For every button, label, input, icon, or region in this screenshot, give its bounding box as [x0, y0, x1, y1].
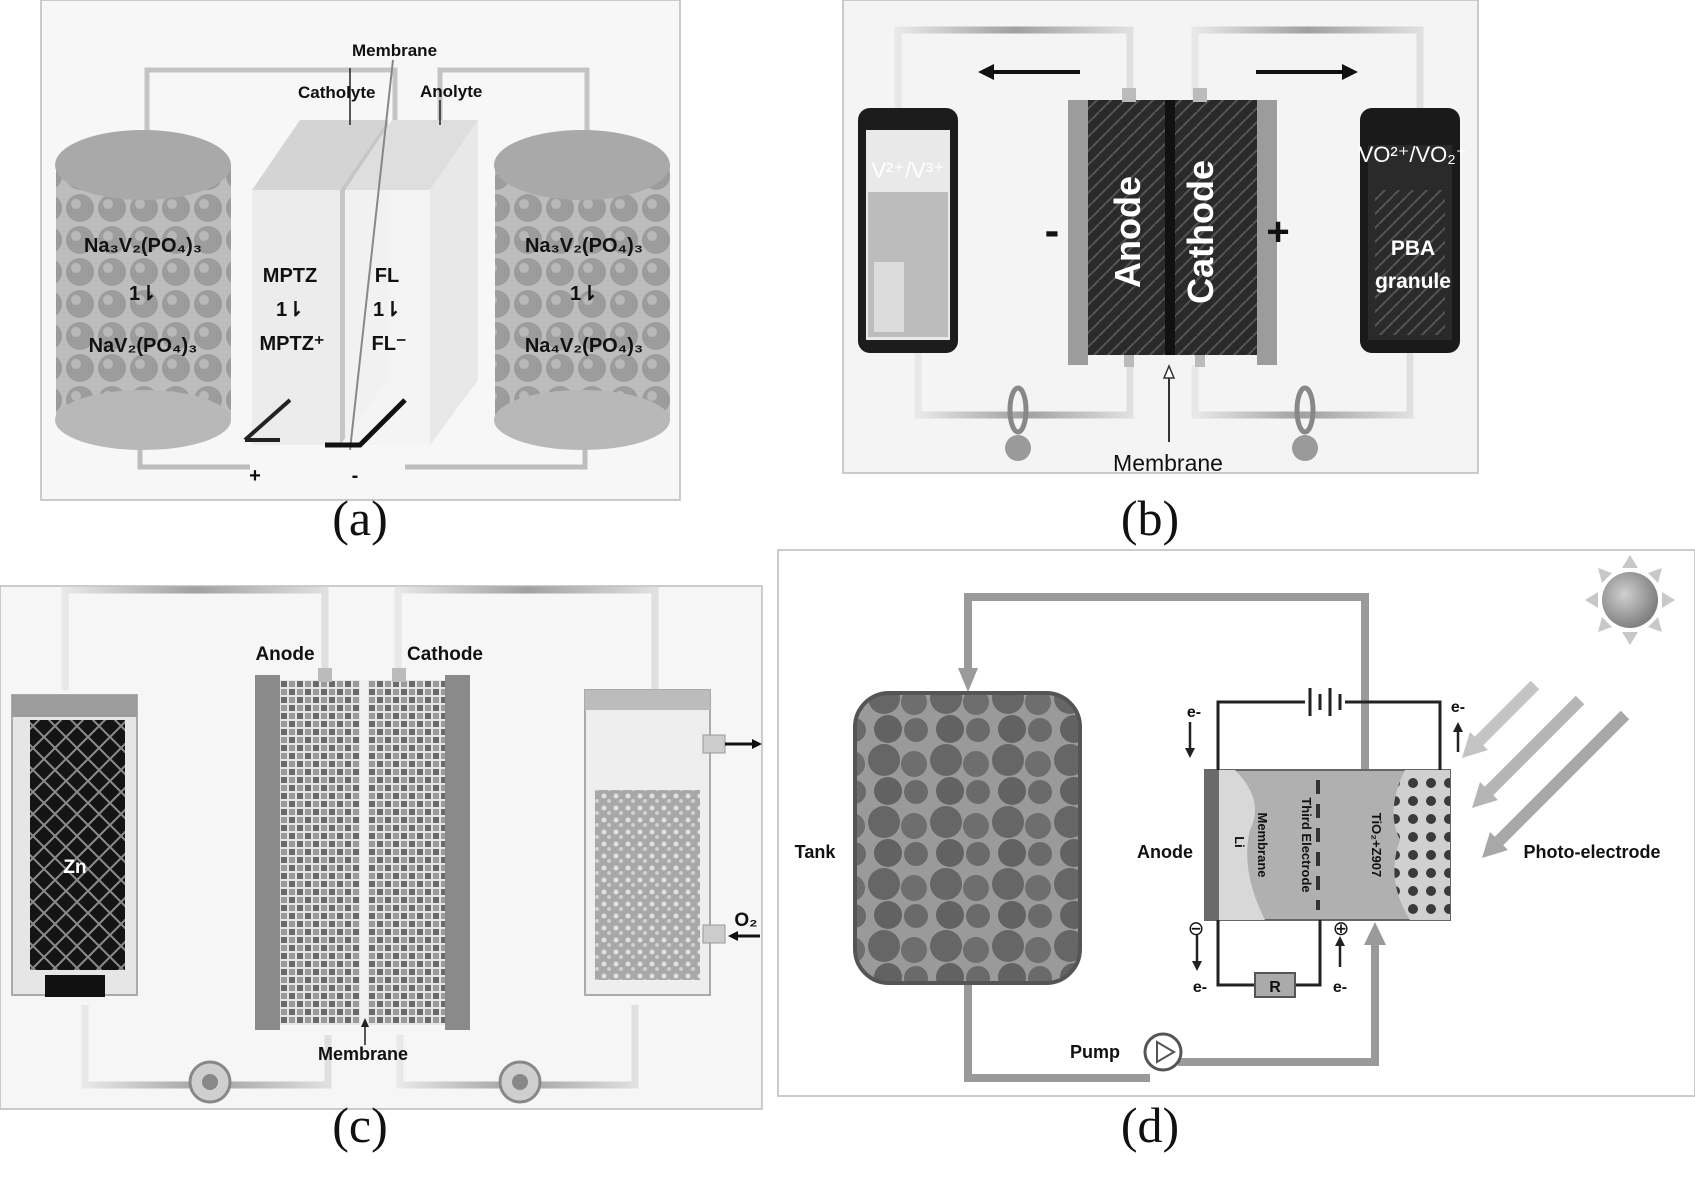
label-right-top: Na₃V₂(PO₄)₃ [525, 235, 643, 257]
light-rays [1462, 680, 1630, 858]
right-tank [494, 130, 670, 450]
label-fl-minus: FL⁻ [372, 333, 407, 355]
label-cathode-b: Cathode [1180, 160, 1221, 304]
label-vo-couple: VO²⁺/VO₂⁺ [1359, 142, 1468, 167]
label-e-top-right: e- [1451, 699, 1465, 716]
label-mptz-plus: MPTZ⁺ [260, 333, 325, 355]
label-granule: granule [1375, 270, 1451, 293]
resistor-box [1254, 972, 1296, 998]
caption-a: (a) [332, 490, 388, 546]
label-left-bottom: NaV₂(PO₄)₃ [89, 335, 198, 357]
panel-d: Tank Anode Li Membrane Third Electrode T… [777, 549, 1695, 1153]
label-v-couple: V²⁺/V³⁺ [871, 158, 944, 183]
label-catholyte: Catholyte [298, 83, 375, 102]
label-li: Li [1232, 836, 1247, 848]
flow-arrow-right [1256, 64, 1358, 80]
label-pba: PBA [1391, 237, 1435, 260]
cell-b [1068, 88, 1277, 367]
pump-c-right [498, 1060, 542, 1104]
caption-c: (c) [332, 1097, 388, 1153]
label-zn: Zn [63, 857, 86, 878]
tank-b-left [858, 108, 958, 353]
label-fl-arrow: 1⇂ [373, 299, 401, 321]
label-fl: FL [375, 265, 399, 287]
label-membrane-c: Membrane [318, 1044, 408, 1064]
panel-b: V²⁺/V³⁺ VO²⁺/VO₂⁺ PBA granule Anode Cath… [842, 0, 1479, 546]
label-minus-a: - [352, 465, 359, 487]
cell-c [255, 668, 470, 1030]
label-third-electrode: Third Electrode [1299, 797, 1314, 892]
panel-a: Membrane Catholyte Anolyte Na₃V₂(PO₄)₃ 1… [40, 0, 681, 546]
label-o2: O₂ [734, 910, 757, 931]
o2-inlet-arrow [728, 931, 760, 941]
label-membrane-a: Membrane [352, 41, 437, 60]
label-anode-d: Anode [1137, 842, 1193, 862]
label-plus-a: + [249, 465, 261, 487]
label-resistor: R [1269, 979, 1281, 996]
pump-b-left [1005, 385, 1031, 461]
label-anode-b: Anode [1107, 176, 1148, 288]
cell-stack [243, 59, 478, 451]
outlet-arrow-c [725, 739, 762, 749]
battery-icon [1308, 688, 1342, 716]
caption-b: (b) [1121, 490, 1179, 546]
tank-c-right [584, 689, 726, 996]
label-negative-terminal: ⊖ [1188, 918, 1205, 940]
label-left-arrow: 1⇂ [129, 283, 157, 305]
label-mptz: MPTZ [263, 265, 317, 287]
label-e-top-left: e- [1187, 704, 1201, 721]
label-tio2: TiO₂+Z907 [1369, 813, 1384, 877]
cell-d [1204, 769, 1451, 921]
label-membrane-b: Membrane [1113, 450, 1223, 476]
label-right-bottom: Na₄V₂(PO₄)₃ [525, 335, 643, 357]
label-e-bottom-right: e- [1333, 979, 1347, 996]
left-tank [55, 130, 231, 450]
pump-b-right [1292, 385, 1318, 461]
caption-d: (d) [1121, 1097, 1179, 1153]
panel-c: Anode Cathode Zn O₂ Membrane (c) [0, 585, 763, 1153]
label-membrane-d: Membrane [1255, 812, 1270, 877]
label-right-arrow: 1⇂ [570, 283, 598, 305]
label-plus-b: + [1266, 210, 1289, 254]
tank-b-right [1360, 108, 1460, 353]
sun-icon [1585, 555, 1675, 645]
label-positive-terminal: ⊕ [1333, 918, 1350, 940]
flow-arrow-left [978, 64, 1080, 80]
label-pump: Pump [1070, 1042, 1120, 1062]
pump-d [1143, 1032, 1183, 1072]
label-mptz-arrow: 1⇂ [276, 299, 304, 321]
label-e-bottom-left: e- [1193, 979, 1207, 996]
label-anode-c: Anode [255, 644, 314, 665]
electron-arrows [1185, 722, 1463, 971]
tank-d [853, 691, 1082, 985]
label-tank: Tank [795, 842, 837, 862]
label-cathode-c: Cathode [407, 644, 483, 665]
label-anolyte: Anolyte [420, 82, 482, 101]
label-left-top: Na₃V₂(PO₄)₃ [84, 235, 202, 257]
pump-c-left [188, 1060, 232, 1104]
label-minus-b: - [1045, 206, 1060, 255]
label-photo-electrode: Photo-electrode [1523, 842, 1660, 862]
tank-c-left [11, 694, 138, 997]
